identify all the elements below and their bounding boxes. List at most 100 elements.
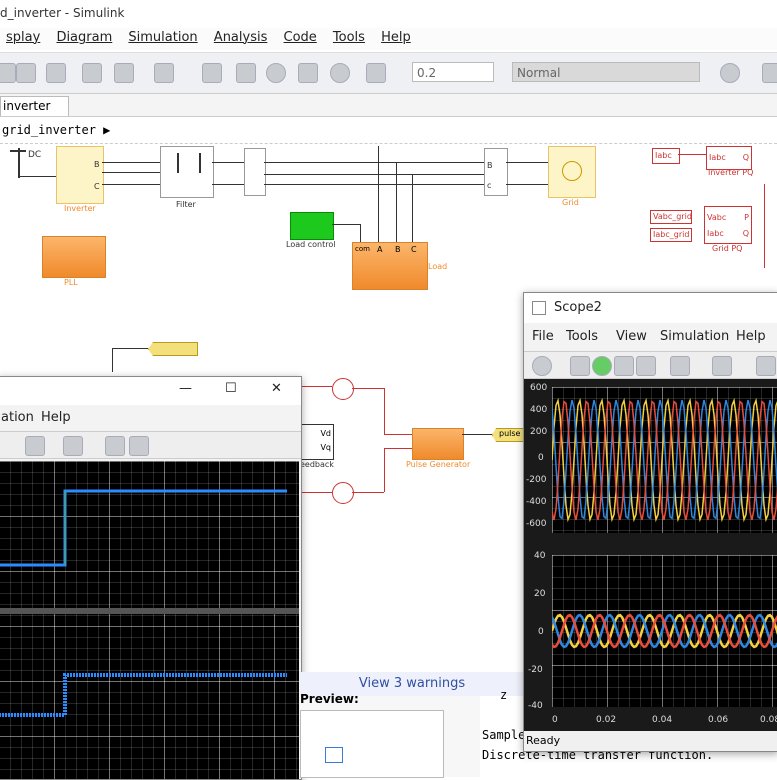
stop-icon[interactable]: [330, 63, 350, 83]
dq-block[interactable]: Vd Vq: [298, 424, 334, 460]
tick-top-2: 200: [530, 427, 548, 437]
inverter-block[interactable]: [56, 146, 104, 204]
minimize-button[interactable]: —: [179, 381, 192, 396]
tag-iabc[interactable]: Iabc: [652, 148, 680, 164]
scope-left-plot-area[interactable]: [0, 461, 299, 779]
grid-block[interactable]: [548, 146, 596, 198]
maximize-button[interactable]: ☐: [225, 381, 237, 396]
step-forward-icon[interactable]: [298, 63, 318, 83]
measurement-block-1[interactable]: [244, 148, 266, 196]
forward-icon[interactable]: [16, 63, 36, 83]
step-forward-icon[interactable]: [614, 356, 634, 376]
menu-analysis[interactable]: Analysis: [213, 30, 268, 45]
menu-simulation[interactable]: Simulation: [660, 329, 730, 344]
wire: [506, 184, 548, 185]
cursor-icon[interactable]: [25, 436, 45, 456]
menu-display[interactable]: splay: [6, 30, 41, 45]
goto-tag-block[interactable]: [148, 342, 198, 356]
load-block[interactable]: com A B C: [352, 242, 428, 290]
breadcrumb-path[interactable]: grid_inverter: [2, 123, 96, 137]
preview-canvas: [300, 710, 444, 778]
red-wire: [764, 184, 765, 268]
dc-source-line: [18, 148, 20, 178]
tab-inverter[interactable]: inverter: [0, 96, 70, 116]
step-back2-icon[interactable]: [236, 63, 256, 83]
menu-help[interactable]: Help: [381, 30, 411, 45]
run-icon[interactable]: [266, 63, 286, 83]
up-icon[interactable]: [46, 63, 66, 83]
window-title: d_inverter - Simulink: [0, 6, 125, 20]
menu-help[interactable]: Help: [41, 410, 71, 425]
measurement-block-2[interactable]: B c: [484, 148, 508, 196]
menu-help[interactable]: Help: [736, 329, 766, 344]
menu-file[interactable]: File: [532, 329, 554, 344]
settings-gear-icon[interactable]: [114, 63, 134, 83]
menu-code[interactable]: Code: [283, 30, 317, 45]
grid-icon[interactable]: [154, 63, 174, 83]
inductor-icon: [177, 153, 201, 173]
stop-time-input[interactable]: 0.2: [412, 62, 494, 82]
breadcrumb: grid_inverter ▶: [0, 117, 777, 144]
menu-diagram[interactable]: Diagram: [56, 30, 113, 45]
tick-bottom-4: -40: [528, 701, 543, 711]
grid-pq-block[interactable]: Vabc Iabc P Q: [704, 206, 752, 244]
step-back-icon[interactable]: [570, 356, 590, 376]
sum-block-2[interactable]: [332, 482, 354, 504]
scope-left-traces: [0, 489, 299, 717]
desc-z: z: [500, 688, 508, 702]
pll-block[interactable]: [42, 236, 106, 278]
menu-simulation[interactable]: Simulation: [128, 30, 198, 45]
simulation-mode-select[interactable]: Normal: [512, 62, 700, 82]
style-icon[interactable]: [105, 436, 125, 456]
cursor-icon[interactable]: [712, 356, 732, 376]
zoom-fit-icon[interactable]: [63, 436, 83, 456]
menu-view[interactable]: View: [616, 329, 647, 344]
close-button[interactable]: ✕: [271, 381, 282, 396]
preview-pane: Preview:: [300, 692, 480, 778]
scope-window-left[interactable]: — ☐ ✕ ation Help: [0, 376, 302, 780]
pulse-tag-block[interactable]: pulse: [492, 428, 526, 442]
feedback-label: eedback: [300, 460, 334, 469]
inverter-pq-block[interactable]: Iabc Q: [706, 146, 752, 170]
wire: [360, 224, 361, 242]
filter-label: Filter: [176, 200, 196, 209]
step-back-icon[interactable]: [202, 63, 222, 83]
scope2-top-plot[interactable]: [552, 387, 777, 533]
back-icon[interactable]: [0, 63, 16, 83]
breadcrumb-arrow-icon[interactable]: ▶: [103, 123, 111, 137]
overflow-icon[interactable]: [762, 63, 777, 83]
check-icon[interactable]: [720, 63, 740, 83]
grid-label: Grid: [562, 198, 579, 207]
stop-icon[interactable]: [636, 356, 656, 376]
edit-icon[interactable]: [129, 436, 149, 456]
sum-block-1[interactable]: [332, 378, 354, 400]
tick-top-3: 0: [538, 453, 544, 463]
dc-label: DC: [28, 150, 42, 160]
port-c-label: c: [487, 181, 492, 190]
inverter-pq-q: Q: [742, 153, 749, 162]
menu-simulation[interactable]: ation: [1, 410, 34, 425]
tick-top-5: -400: [526, 497, 547, 507]
scope2-top-traces: [552, 397, 777, 523]
library-icon[interactable]: [82, 63, 102, 83]
scope2-window[interactable]: Scope2 File Tools View Simulation Help 6…: [523, 292, 777, 752]
warnings-bar[interactable]: View 3 warnings: [300, 672, 524, 696]
tag-vabc-grid[interactable]: Vabc_grid: [650, 210, 692, 224]
filter-block[interactable]: [160, 146, 214, 198]
menu-tools[interactable]: Tools: [332, 30, 365, 45]
settings-gear-icon[interactable]: [532, 356, 552, 376]
scope-icon[interactable]: [366, 63, 386, 83]
load-control-block[interactable]: [290, 212, 334, 240]
highlight-icon[interactable]: [670, 356, 690, 376]
tag-iabc-grid[interactable]: Iabc_grid: [650, 228, 692, 242]
menu-tools[interactable]: Tools: [566, 329, 599, 344]
port-b-label: B: [487, 161, 493, 170]
tick-top-1: 400: [530, 405, 548, 415]
warnings-link[interactable]: View 3 warnings: [358, 676, 466, 691]
pulse-generator-block[interactable]: [412, 428, 464, 460]
scope2-bottom-plot[interactable]: [552, 555, 777, 707]
scope-left-menubar: ation Help: [0, 407, 301, 429]
run-icon[interactable]: [592, 356, 612, 376]
x-tick-0: 0: [552, 715, 558, 725]
zoom-fit-icon[interactable]: [756, 356, 776, 376]
